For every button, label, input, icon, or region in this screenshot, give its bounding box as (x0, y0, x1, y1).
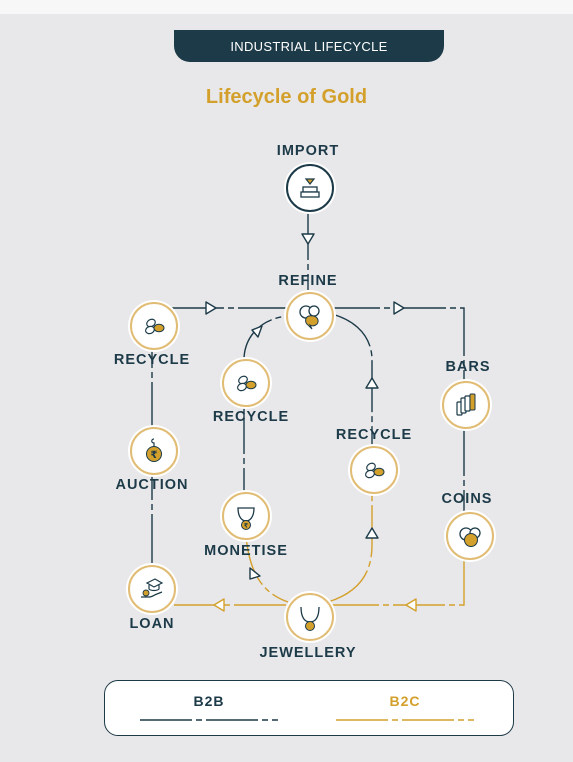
recycle-nuggets-icon (145, 318, 165, 335)
label-jewellery: JEWELLERY (259, 645, 357, 661)
node-loan[interactable] (128, 565, 176, 613)
legend-label-b2b: B2B (193, 693, 225, 709)
node-monetise[interactable]: ₹ (222, 492, 270, 540)
node-recycle-inner-right[interactable] (350, 446, 398, 494)
svg-text:₹: ₹ (244, 523, 248, 530)
arrowhead-refine-bars (393, 301, 405, 315)
legend-item-b2c: B2C (335, 693, 475, 727)
label-import: IMPORT (276, 143, 340, 159)
legend-line-b2c (336, 719, 474, 721)
node-recycle-inner-left[interactable] (222, 359, 270, 407)
refine-gold-icon (299, 305, 320, 330)
rupee-tag-icon: ₹ (146, 438, 162, 462)
label-recycle-inner-left: RECYCLE (212, 409, 290, 425)
import-bars-icon (300, 178, 320, 198)
gold-bars-icon (456, 393, 476, 416)
connector-coins-jewellery (332, 558, 465, 606)
arrowhead-loop-right-up (365, 377, 379, 389)
legend-item-b2b: B2B (139, 693, 279, 727)
page-title: Lifecycle of Gold (205, 86, 368, 108)
arrowhead-jewellery-recycle (365, 527, 379, 539)
recycle-nuggets-icon (237, 375, 257, 392)
label-coins: COINS (441, 491, 493, 507)
label-monetise: MONETISE (204, 543, 288, 559)
top-strip (0, 0, 573, 14)
node-refine[interactable] (286, 292, 334, 340)
svg-text:₹: ₹ (151, 450, 158, 461)
necklace-icon (300, 606, 320, 631)
arrowhead-monetise (249, 567, 261, 580)
loan-hand-icon (141, 578, 164, 598)
label-recycle-inner-right: RECYCLE (335, 427, 413, 443)
node-recycle-left[interactable] (130, 302, 178, 350)
connector-loop-left-refine (243, 315, 289, 361)
legend-line-b2b (140, 719, 278, 721)
node-jewellery[interactable] (286, 593, 334, 641)
connector-monetise-jewellery (245, 535, 289, 603)
arrowhead-jewellery-loan (213, 598, 225, 612)
legend-label-b2c: B2C (389, 693, 421, 709)
gold-coins-icon (459, 527, 481, 547)
label-loan: LOAN (129, 616, 175, 632)
arrowhead-recycle-refine (205, 301, 217, 315)
legend: B2B B2C (104, 680, 514, 736)
node-coins[interactable] (446, 512, 494, 560)
label-bars: BARS (445, 359, 491, 375)
node-auction[interactable]: ₹ (130, 427, 178, 475)
label-recycle-left: RECYCLE (113, 352, 191, 368)
arrowhead-loop-left-refine (251, 325, 263, 338)
node-bars[interactable] (442, 381, 490, 429)
node-import[interactable] (286, 164, 334, 212)
label-refine: REFINE (278, 273, 338, 289)
connector-refine-bars (328, 307, 465, 382)
arrowhead-import-refine (301, 233, 315, 245)
connector-jewellery-recycle (327, 490, 373, 603)
label-auction: AUCTION (115, 477, 189, 493)
tab-industrial-lifecycle[interactable]: INDUSTRIAL LIFECYCLE (174, 30, 444, 62)
arrowhead-coins-jewellery (405, 598, 417, 612)
necklace-rupee-icon: ₹ (237, 507, 255, 530)
connector-refine-loop-right (331, 313, 373, 446)
recycle-nuggets-icon (365, 462, 385, 479)
